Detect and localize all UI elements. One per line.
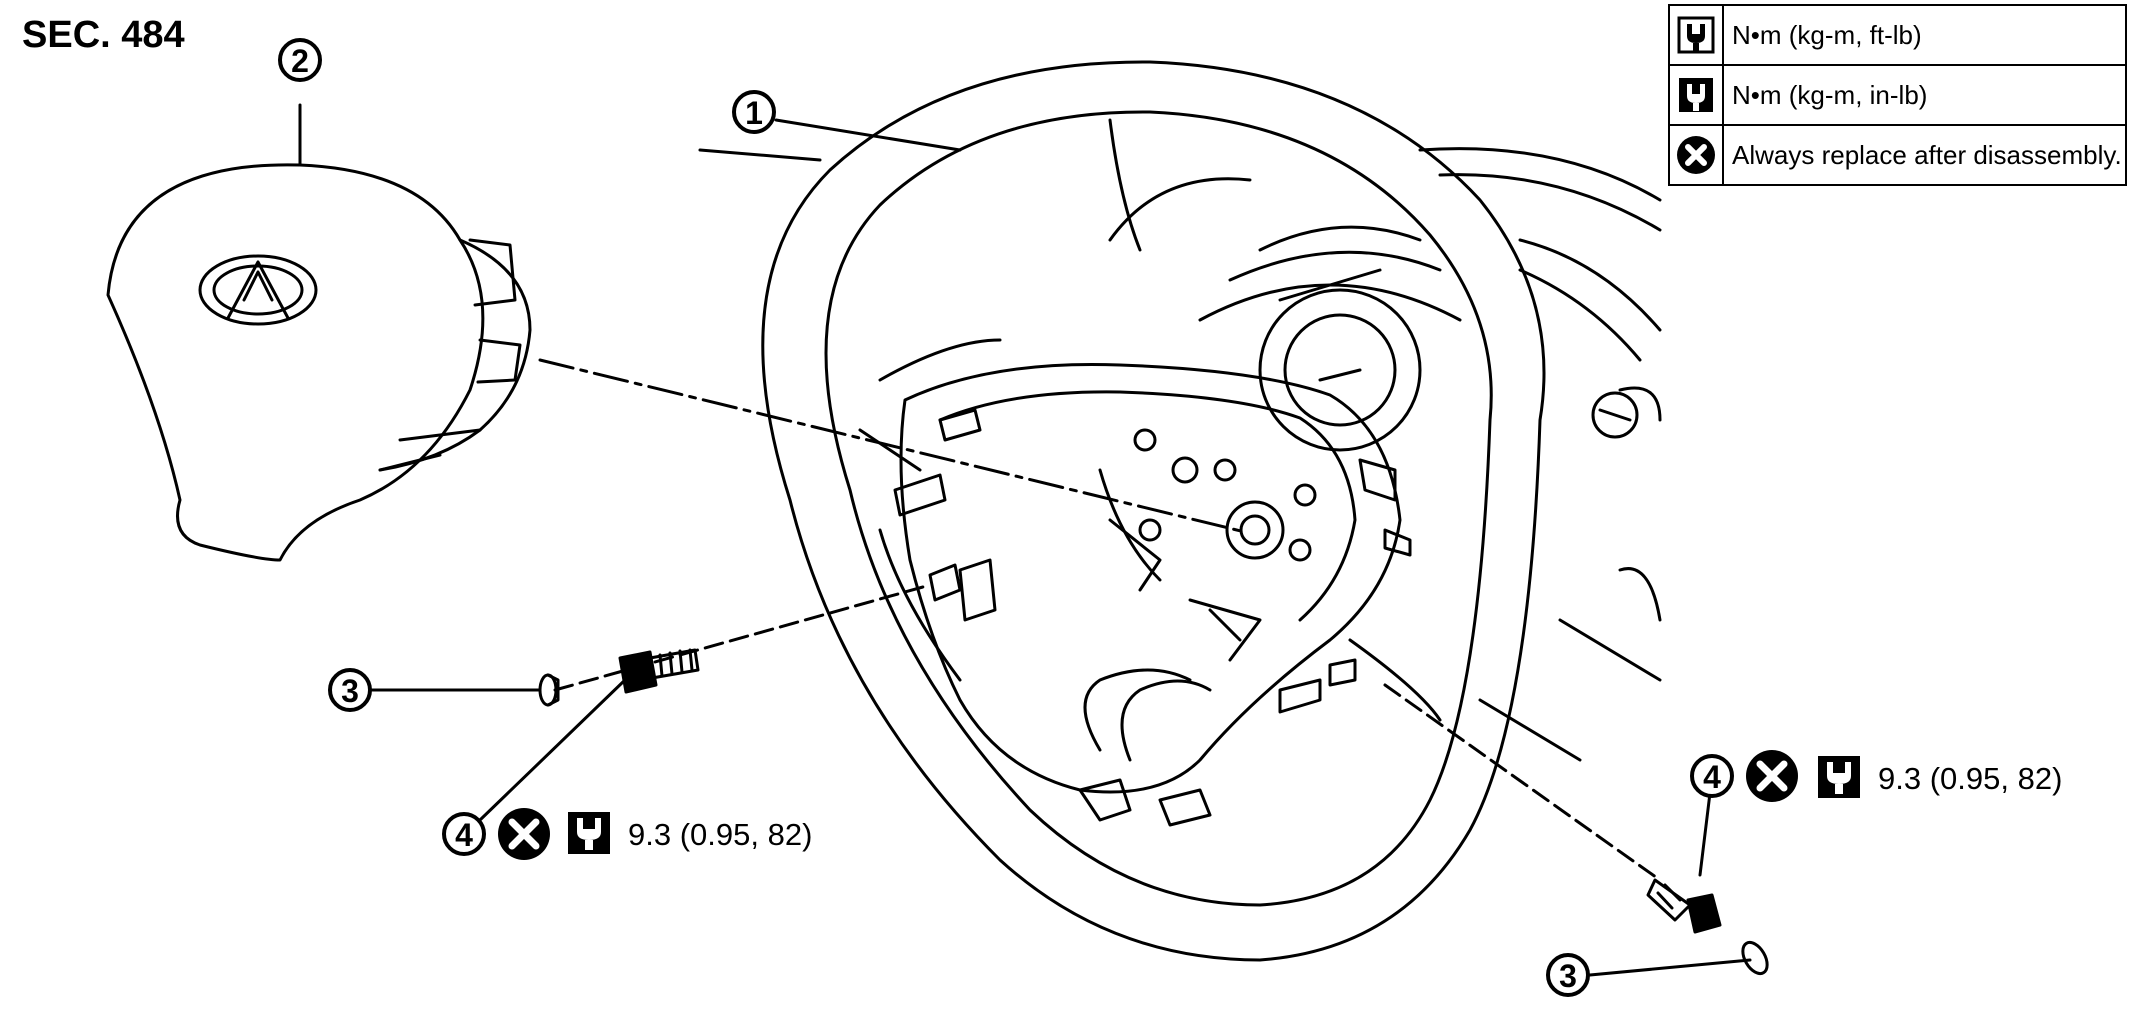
legend-text: Always replace after disassembly. bbox=[1732, 139, 2122, 170]
air-bag-module bbox=[106, 163, 532, 562]
wire-harness bbox=[1078, 668, 1212, 827]
wheel-rim bbox=[698, 60, 1546, 962]
legend-table: N•m (kg-m, ft-lb) N•m (kg-m, in-lb) Alwa… bbox=[1668, 4, 2127, 186]
legend-text: N•m (kg-m, in-lb) bbox=[1732, 79, 1928, 110]
callout-number: 4 bbox=[455, 817, 473, 853]
cap-left bbox=[538, 673, 560, 707]
callout-1: 1 bbox=[732, 90, 776, 134]
callout-number: 1 bbox=[745, 95, 763, 131]
bolt-left bbox=[618, 648, 700, 694]
callout-3-left: 3 bbox=[328, 668, 372, 712]
callout-4-right: 4 bbox=[1690, 754, 1734, 798]
torque-spec-right: 9.3 (0.95, 82) bbox=[1878, 761, 2062, 796]
always-replace-icon bbox=[1670, 126, 1724, 184]
torque-wrench-icon-left bbox=[568, 812, 610, 854]
callout-number: 3 bbox=[1559, 958, 1577, 994]
callout-2: 2 bbox=[278, 38, 322, 82]
legend-text: N•m (kg-m, ft-lb) bbox=[1732, 19, 1922, 50]
steering-switches bbox=[893, 408, 1412, 714]
leader-lines bbox=[298, 103, 1752, 977]
torque-spec-left: 9.3 (0.95, 82) bbox=[628, 817, 812, 852]
instrument-panel bbox=[1108, 147, 1662, 762]
cap-right bbox=[1741, 940, 1769, 976]
replace-icon-left bbox=[498, 808, 550, 860]
callout-3-right: 3 bbox=[1546, 953, 1590, 997]
legend-row: N•m (kg-m, ft-lb) bbox=[1670, 6, 2125, 66]
torque-wrench-in-lb-icon bbox=[1670, 66, 1724, 124]
callout-number: 3 bbox=[341, 673, 359, 709]
callout-number: 4 bbox=[1703, 759, 1721, 795]
legend-row: Always replace after disassembly. bbox=[1670, 126, 2125, 184]
replace-icon-right bbox=[1746, 750, 1798, 802]
wheel-hub bbox=[858, 118, 1442, 794]
legend-row: N•m (kg-m, in-lb) bbox=[1670, 66, 2125, 126]
section-label: SEC. 484 bbox=[22, 14, 185, 56]
torque-wrench-ft-lb-icon bbox=[1670, 6, 1724, 64]
callout-4-left: 4 bbox=[442, 812, 486, 856]
bolt-right bbox=[1646, 878, 1722, 934]
torque-wrench-icon-right bbox=[1818, 756, 1860, 798]
callout-number: 2 bbox=[291, 43, 309, 79]
